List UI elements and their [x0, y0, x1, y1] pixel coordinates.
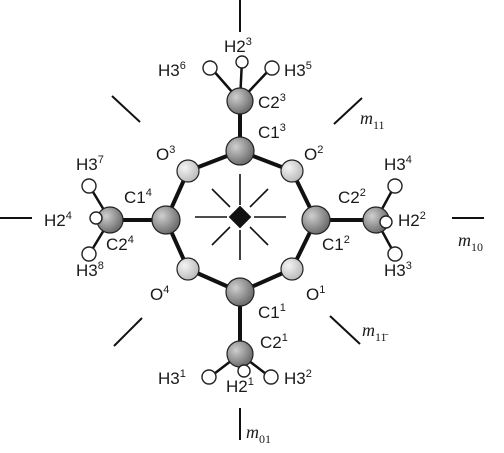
- atom-h2-2: [379, 215, 393, 229]
- atom-h3-8: [81, 246, 97, 262]
- label-h3-3: H33: [384, 260, 412, 280]
- label-h2-3: H23: [224, 36, 252, 56]
- label-m1-1: m11̄: [362, 320, 389, 344]
- atom-h2-3: [235, 55, 249, 69]
- label-o4: O4: [150, 284, 169, 304]
- central-symmetry-axis: [195, 174, 286, 260]
- atom-h3-1: [201, 369, 217, 385]
- atom-h3-3: [387, 246, 403, 262]
- atom-c2-3: [226, 87, 254, 115]
- atom-o2: [280, 159, 304, 183]
- label-h2-4: H24: [44, 210, 72, 230]
- label-o2: O2: [304, 144, 323, 164]
- label-c1-2: C12: [322, 234, 350, 254]
- mirror-m11-upper-left: [111, 95, 141, 123]
- label-h3-5: H35: [284, 60, 312, 80]
- mirror-m1-1-lower-left: [113, 317, 143, 347]
- label-h3-4: H34: [384, 154, 412, 174]
- atom-h3-6: [202, 60, 218, 76]
- label-c1-3: C13: [258, 122, 286, 142]
- atom-o3: [176, 159, 200, 183]
- four-fold-axis-symbol: [228, 205, 252, 229]
- label-c2-3: C23: [258, 92, 286, 112]
- atom-h3-4: [387, 178, 403, 194]
- mirror-planes: [0, 0, 484, 440]
- atom-labels: H36 H23 H35 C23 C13 O3 O2 H37 H34 C14 C2…: [44, 36, 426, 396]
- label-c2-4: C24: [106, 234, 134, 254]
- mirror-m11-upper-right: [333, 97, 363, 125]
- label-m01: m01: [246, 422, 271, 446]
- atom-c1-3: [225, 136, 255, 166]
- label-o3: O3: [156, 144, 175, 164]
- carbon-atoms: [96, 87, 390, 368]
- label-h3-1: H31: [158, 368, 186, 388]
- atom-h3-7: [81, 178, 97, 194]
- label-h2-1: H21: [226, 376, 254, 396]
- atom-c1-4: [151, 205, 181, 235]
- label-h3-8: H38: [76, 260, 104, 280]
- atom-h3-5: [264, 60, 280, 76]
- mirror-labels: m11 m10 m11̄ m01: [246, 108, 483, 446]
- label-c1-4: C14: [124, 187, 152, 207]
- oxygen-atoms: [176, 159, 304, 281]
- atom-h2-4: [89, 211, 103, 225]
- atom-c1-1: [225, 277, 255, 307]
- label-h3-6: H36: [158, 60, 186, 80]
- atom-h3-2: [263, 369, 279, 385]
- label-m10: m10: [458, 230, 483, 254]
- atom-o4: [176, 257, 200, 281]
- atom-c2-1: [226, 340, 254, 368]
- atom-h2-1: [237, 364, 251, 378]
- hydrogen-atoms: [81, 55, 403, 385]
- label-c2-2: C22: [338, 187, 366, 207]
- label-c1-1: C11: [258, 302, 286, 322]
- label-h2-2: H22: [398, 210, 426, 230]
- mirror-m1-1-lower-right: [329, 315, 361, 345]
- label-h3-2: H32: [284, 368, 312, 388]
- label-o1: O1: [306, 284, 325, 304]
- label-m11: m11: [360, 108, 385, 132]
- atom-o1: [280, 257, 304, 281]
- label-c2-1: C21: [260, 332, 288, 352]
- label-h3-7: H37: [76, 154, 104, 174]
- atom-c1-2: [301, 205, 331, 235]
